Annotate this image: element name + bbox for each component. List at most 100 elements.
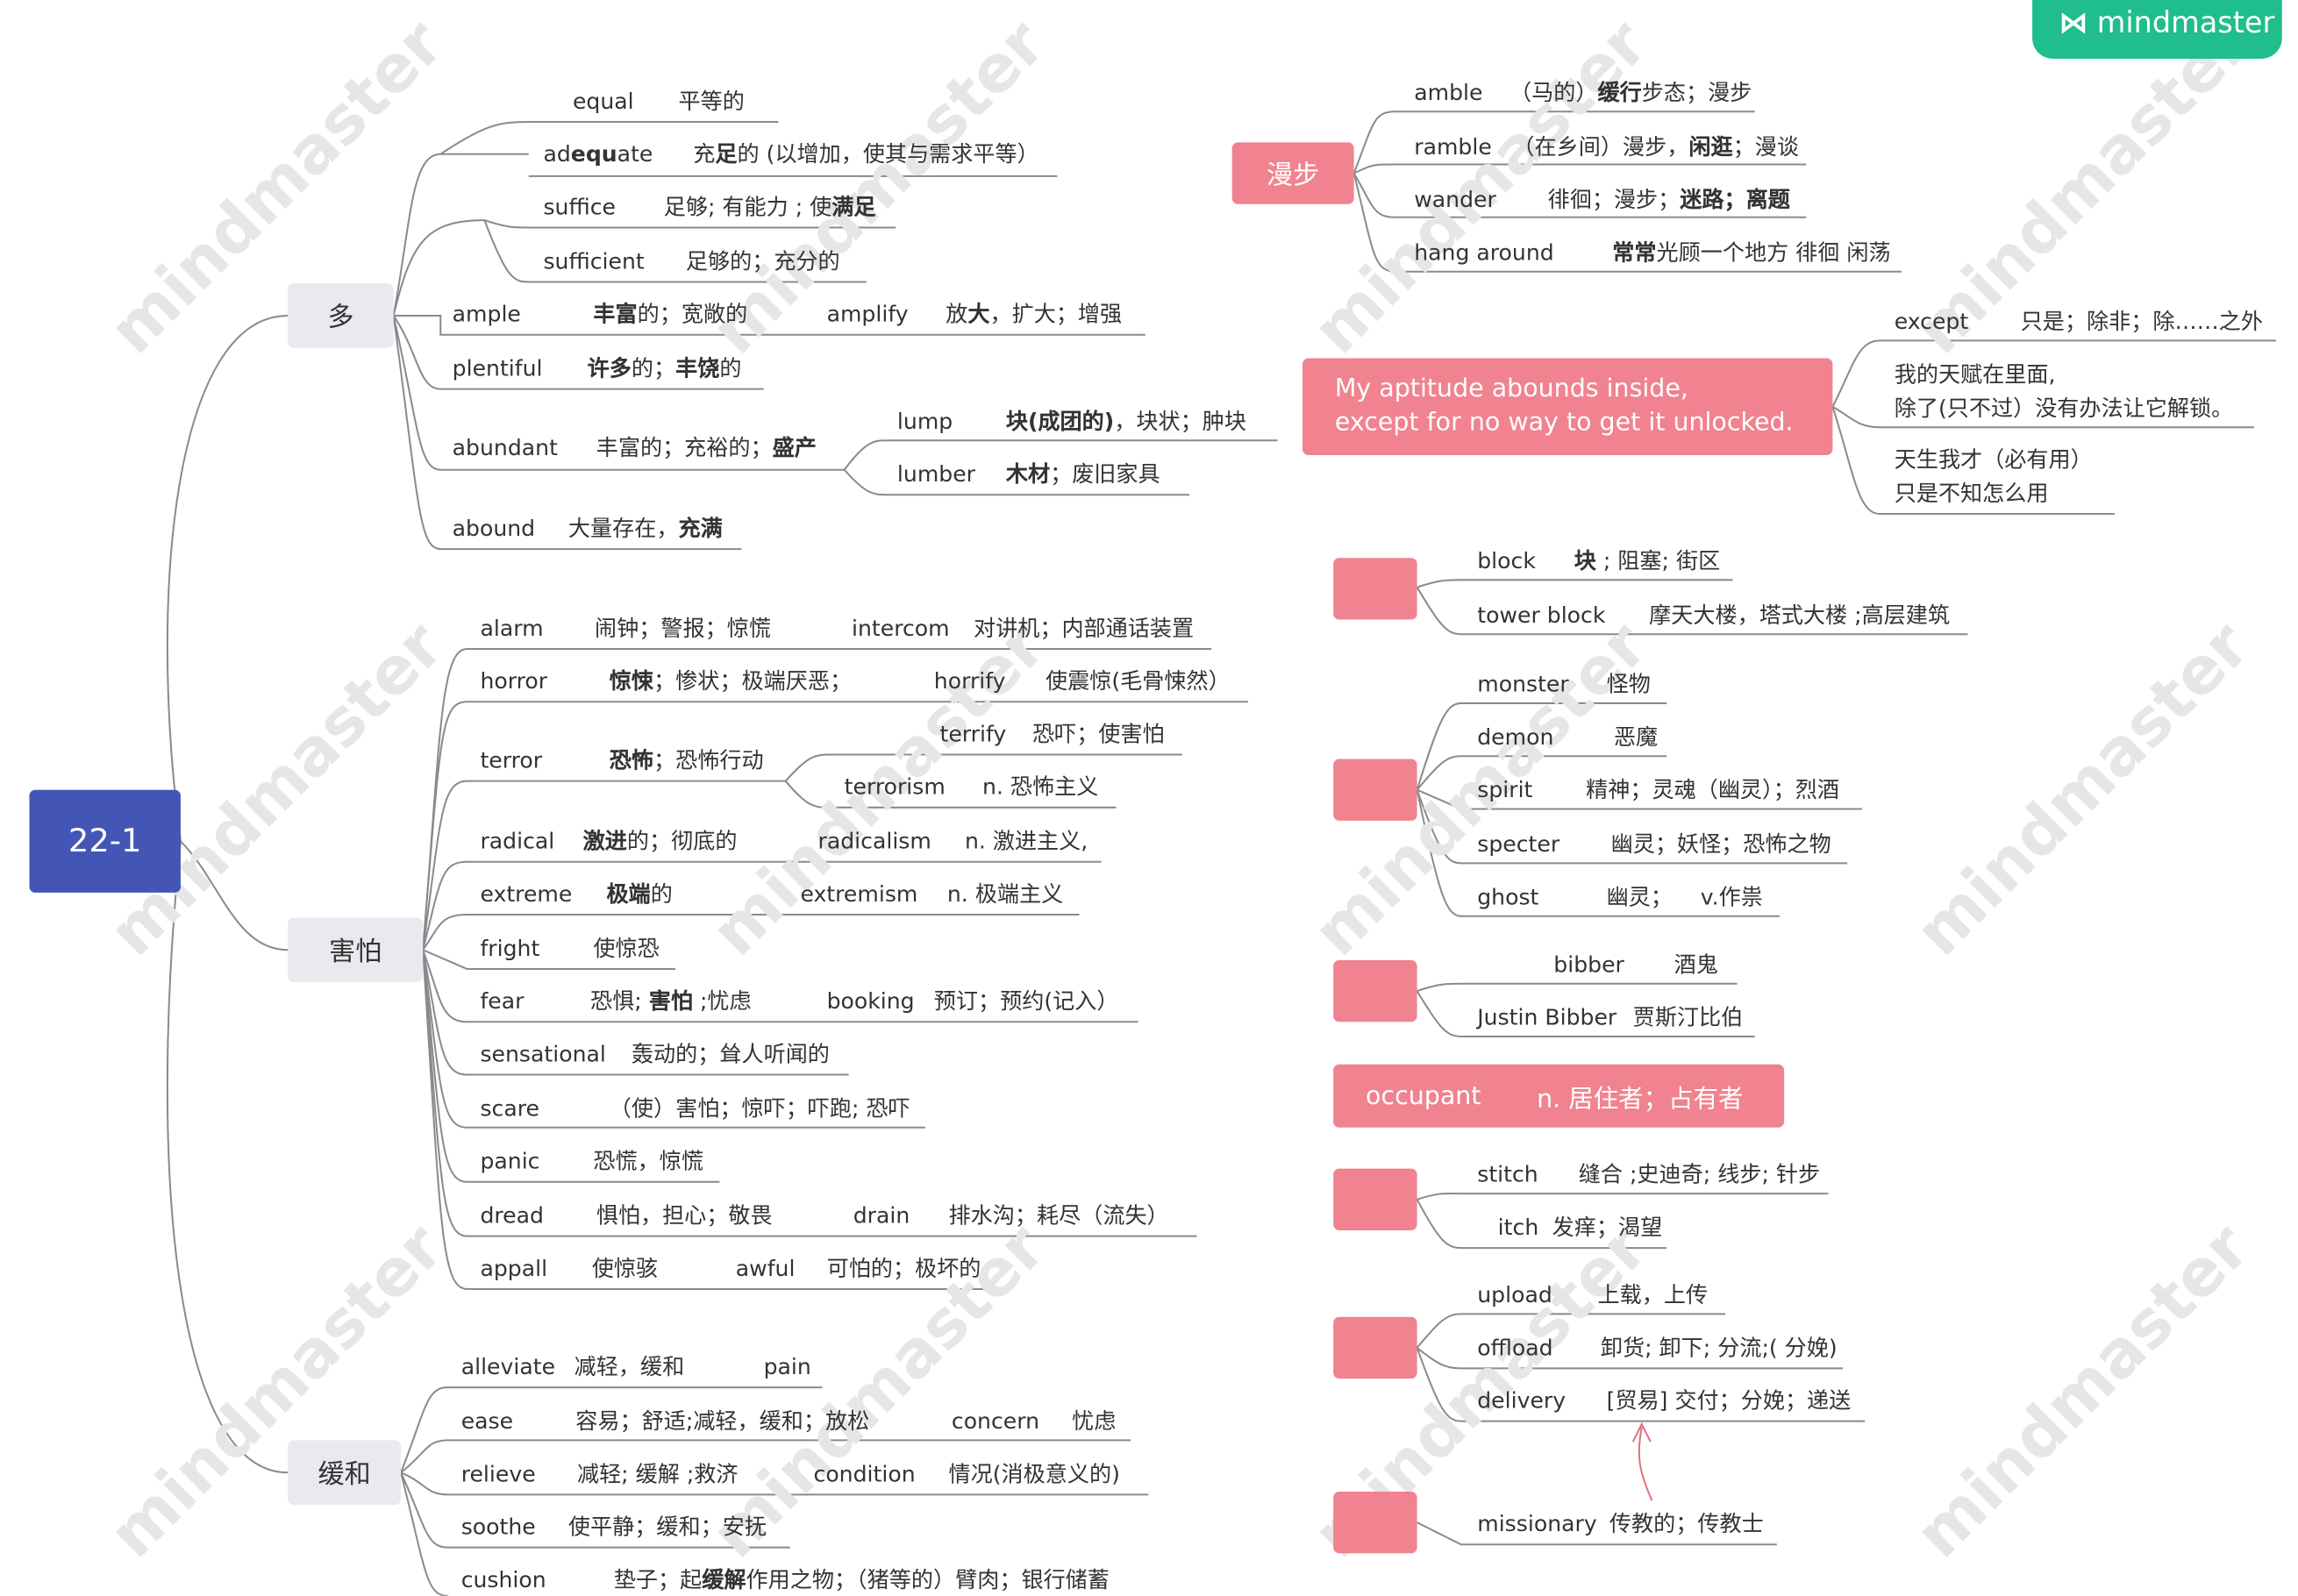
word-scare[interactable]: scare — [480, 1094, 539, 1122]
text-part: 垫子；起 — [613, 1566, 703, 1593]
empty-node-monster[interactable] — [1333, 759, 1417, 821]
word-amplify[interactable]: amplify — [826, 301, 909, 328]
note-translation: 我的天赋在里面, 除了(只不过）没有办法让它解锁。 — [1895, 359, 2234, 426]
branch-duo[interactable]: 多 — [288, 283, 394, 348]
meaning-missionary: 传教的；传教士 — [1609, 1510, 1764, 1537]
word-concern[interactable]: concern — [951, 1407, 1040, 1435]
word-abound[interactable]: abound — [452, 515, 536, 542]
word-stitch[interactable]: stitch — [1477, 1161, 1538, 1188]
word-sensational[interactable]: sensational — [480, 1041, 606, 1068]
word-adequate[interactable]: adequate — [543, 141, 653, 167]
empty-node-stitch[interactable] — [1333, 1168, 1417, 1230]
word-spirit[interactable]: spirit — [1477, 776, 1533, 803]
empty-node-bibber[interactable] — [1333, 959, 1417, 1022]
word-appall[interactable]: appall — [480, 1255, 548, 1282]
word-amble[interactable]: amble — [1414, 79, 1483, 106]
word-upload[interactable]: upload — [1477, 1281, 1552, 1308]
meaning-occupant: n. 居住者；占有者 — [1537, 1085, 1744, 1115]
word-equal[interactable]: equal — [573, 88, 634, 114]
root-node[interactable]: 22-1 — [29, 789, 181, 893]
text-part: 缓解 — [702, 1566, 746, 1593]
word-extremism[interactable]: extremism — [800, 880, 918, 908]
empty-node-upload[interactable] — [1333, 1316, 1417, 1379]
word-ample[interactable]: ample — [452, 301, 521, 328]
text-part: 步态；漫步 — [1641, 79, 1752, 106]
word-alarm[interactable]: alarm — [480, 615, 544, 642]
word-intercom[interactable]: intercom — [852, 615, 950, 642]
word-wander[interactable]: wander — [1414, 186, 1496, 213]
word-block[interactable]: block — [1477, 547, 1536, 574]
text-part: 害怕 — [648, 987, 693, 1015]
word-soothe[interactable]: soothe — [460, 1514, 536, 1541]
word-delivery[interactable]: delivery — [1477, 1387, 1566, 1414]
word-radical[interactable]: radical — [480, 828, 555, 855]
branch-huanhe[interactable]: 缓和 — [288, 1440, 402, 1506]
text-part: 作用之物；（猪等的）臂肉；银行储蓄 — [746, 1566, 1110, 1593]
word-panic[interactable]: panic — [480, 1148, 540, 1175]
word-plentiful[interactable]: plentiful — [452, 355, 543, 382]
word-dread[interactable]: dread — [480, 1202, 544, 1229]
meaning-radical: 激进的；彻底的 — [583, 828, 738, 854]
word-offload[interactable]: offload — [1477, 1334, 1553, 1361]
meaning-dread: 惧怕，担心；敬畏 — [596, 1202, 773, 1229]
empty-node-missionary[interactable] — [1333, 1491, 1417, 1554]
text-part: ；恐怖行动 — [653, 747, 764, 774]
meaning-ramble: （在乡间）漫步，闲逛；漫谈 — [1512, 133, 1799, 160]
mindmaster-logo[interactable]: ⋈ mindmaster — [2032, 0, 2282, 59]
word-horrify[interactable]: horrify — [933, 667, 1006, 695]
word-extreme[interactable]: extreme — [480, 880, 573, 908]
word-monster[interactable]: monster — [1477, 671, 1569, 698]
word-terrify[interactable]: terrify — [939, 721, 1007, 748]
word-tower-block[interactable]: tower block — [1477, 602, 1606, 629]
word-except[interactable]: except — [1894, 308, 1969, 335]
word-terrorism[interactable]: terrorism — [844, 773, 946, 801]
word-relieve[interactable]: relieve — [460, 1460, 536, 1487]
word-ease[interactable]: ease — [460, 1407, 514, 1435]
word-itch[interactable]: itch — [1497, 1214, 1539, 1241]
meaning-fright: 使惊恐 — [593, 935, 660, 962]
word-sufficient[interactable]: sufficient — [543, 247, 645, 275]
text-part: 大量存在， — [567, 515, 679, 542]
word-booking[interactable]: booking — [826, 987, 915, 1015]
meaning-tower-block: 摩天大楼，塔式大楼 ;高层建筑 — [1649, 602, 1951, 629]
word-lumber[interactable]: lumber — [896, 460, 976, 488]
empty-node-block[interactable] — [1333, 558, 1417, 620]
text-part: 足够; 有能力 ; 使 — [663, 193, 832, 221]
word-cushion[interactable]: cushion — [460, 1566, 546, 1593]
word-radicalism[interactable]: radicalism — [817, 828, 931, 855]
word-suffice[interactable]: suffice — [543, 193, 617, 221]
word-abundant[interactable]: abundant — [452, 434, 558, 461]
word-awful[interactable]: awful — [735, 1255, 796, 1282]
meaning-sufficient: 足够的；充分的 — [685, 247, 840, 275]
sentence-line-2: except for no way to get it unlocked. — [1334, 408, 1794, 438]
word-lump[interactable]: lump — [896, 408, 953, 435]
word-fright[interactable]: fright — [480, 935, 540, 962]
word-bibber[interactable]: bibber — [1553, 951, 1624, 979]
meaning-panic: 恐慌，惊慌 — [593, 1148, 703, 1175]
branch-manbu[interactable]: 漫步 — [1231, 142, 1354, 204]
word-missionary[interactable]: missionary — [1477, 1510, 1597, 1537]
word-part: ate — [617, 140, 653, 167]
word-justin-bibber[interactable]: Justin Bibber — [1477, 1004, 1617, 1031]
note-line: 我的天赋在里面, — [1894, 360, 2056, 388]
word-fear[interactable]: fear — [480, 987, 525, 1015]
word-ramble[interactable]: ramble — [1414, 133, 1492, 160]
word-terror[interactable]: terror — [480, 747, 543, 774]
word-hang-around[interactable]: hang around — [1414, 239, 1554, 267]
word-demon[interactable]: demon — [1477, 723, 1554, 751]
occupant-node[interactable]: occupant n. 居住者；占有者 — [1333, 1064, 1785, 1128]
meaning-sensational: 轰动的；耸人听闻的 — [631, 1041, 830, 1068]
word-ghost[interactable]: ghost — [1477, 883, 1539, 911]
word-alleviate[interactable]: alleviate — [460, 1353, 556, 1380]
sentence-node[interactable]: My aptitude abounds inside, except for n… — [1302, 358, 1833, 456]
word-specter[interactable]: specter — [1477, 830, 1560, 858]
word-horror[interactable]: horror — [480, 667, 548, 695]
word-pain[interactable]: pain — [763, 1353, 811, 1380]
branch-haipa[interactable]: 害怕 — [288, 917, 424, 983]
word-condition[interactable]: condition — [813, 1460, 916, 1487]
text-part: 惊悚 — [609, 667, 654, 695]
text-part: 木材 — [1005, 460, 1051, 488]
text-part: 极端 — [606, 880, 651, 908]
word-drain[interactable]: drain — [853, 1202, 910, 1229]
